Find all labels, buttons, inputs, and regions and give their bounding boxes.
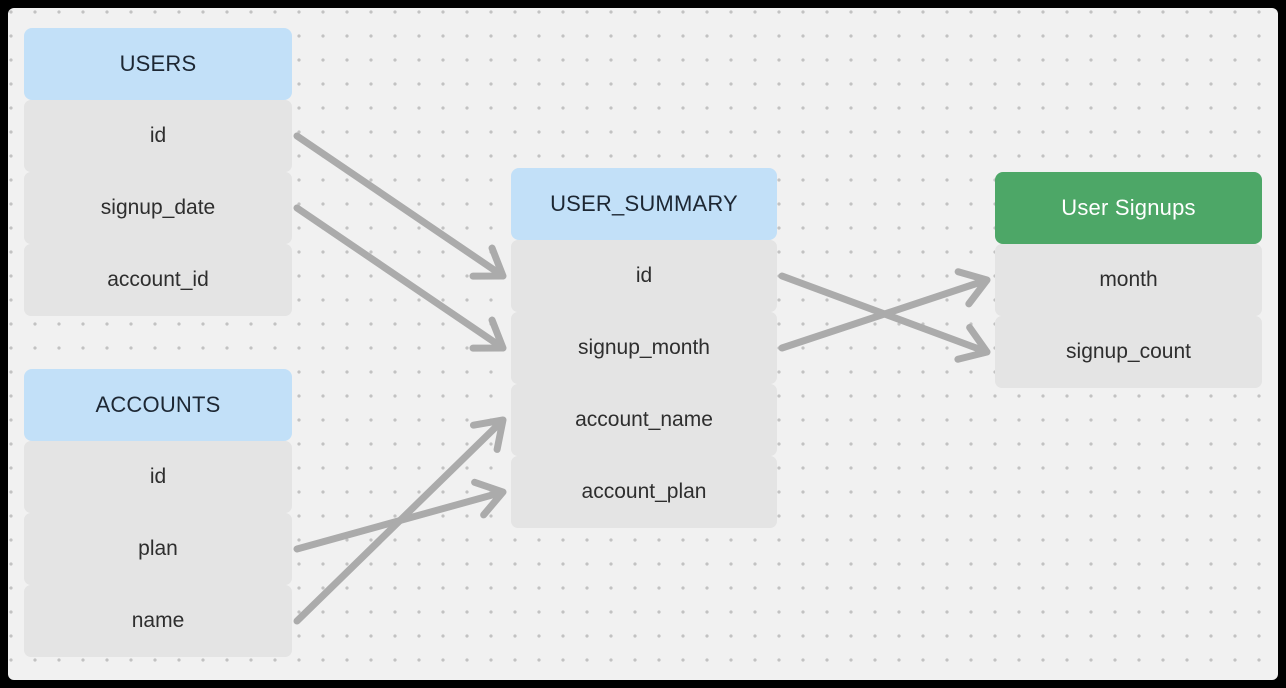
- row-accounts-name[interactable]: name: [24, 585, 292, 657]
- table-users-header[interactable]: USERS: [24, 28, 292, 100]
- row-signups-signup-count[interactable]: signup_count: [995, 316, 1262, 388]
- table-user-summary[interactable]: USER_SUMMARY id signup_month account_nam…: [511, 168, 777, 528]
- edge-arrow: [293, 478, 507, 553]
- edge-arrow: [778, 268, 991, 352]
- table-user-summary-header[interactable]: USER_SUMMARY: [511, 168, 777, 240]
- table-accounts[interactable]: ACCOUNTS id plan name: [24, 369, 292, 657]
- row-summary-id[interactable]: id: [511, 240, 777, 312]
- table-user-signups-header[interactable]: User Signups: [995, 172, 1262, 244]
- table-user-signups[interactable]: User Signups month signup_count: [995, 172, 1262, 388]
- row-users-id[interactable]: id: [24, 100, 292, 172]
- row-accounts-id[interactable]: id: [24, 441, 292, 513]
- row-accounts-plan[interactable]: plan: [24, 513, 292, 585]
- row-summary-account-name[interactable]: account_name: [511, 384, 777, 456]
- table-accounts-header[interactable]: ACCOUNTS: [24, 369, 292, 441]
- edge-arrow: [293, 416, 507, 625]
- edge-arrow: [778, 272, 991, 363]
- row-users-signup-date[interactable]: signup_date: [24, 172, 292, 244]
- row-signups-month[interactable]: month: [995, 244, 1262, 316]
- table-users[interactable]: USERS id signup_date account_id: [24, 28, 292, 316]
- row-users-account-id[interactable]: account_id: [24, 244, 292, 316]
- edge-arrow: [293, 132, 507, 280]
- row-summary-signup-month[interactable]: signup_month: [511, 312, 777, 384]
- diagram-canvas[interactable]: USERS id signup_date account_id ACCOUNTS…: [8, 8, 1278, 680]
- edge-arrow: [293, 204, 507, 352]
- row-summary-account-plan[interactable]: account_plan: [511, 456, 777, 528]
